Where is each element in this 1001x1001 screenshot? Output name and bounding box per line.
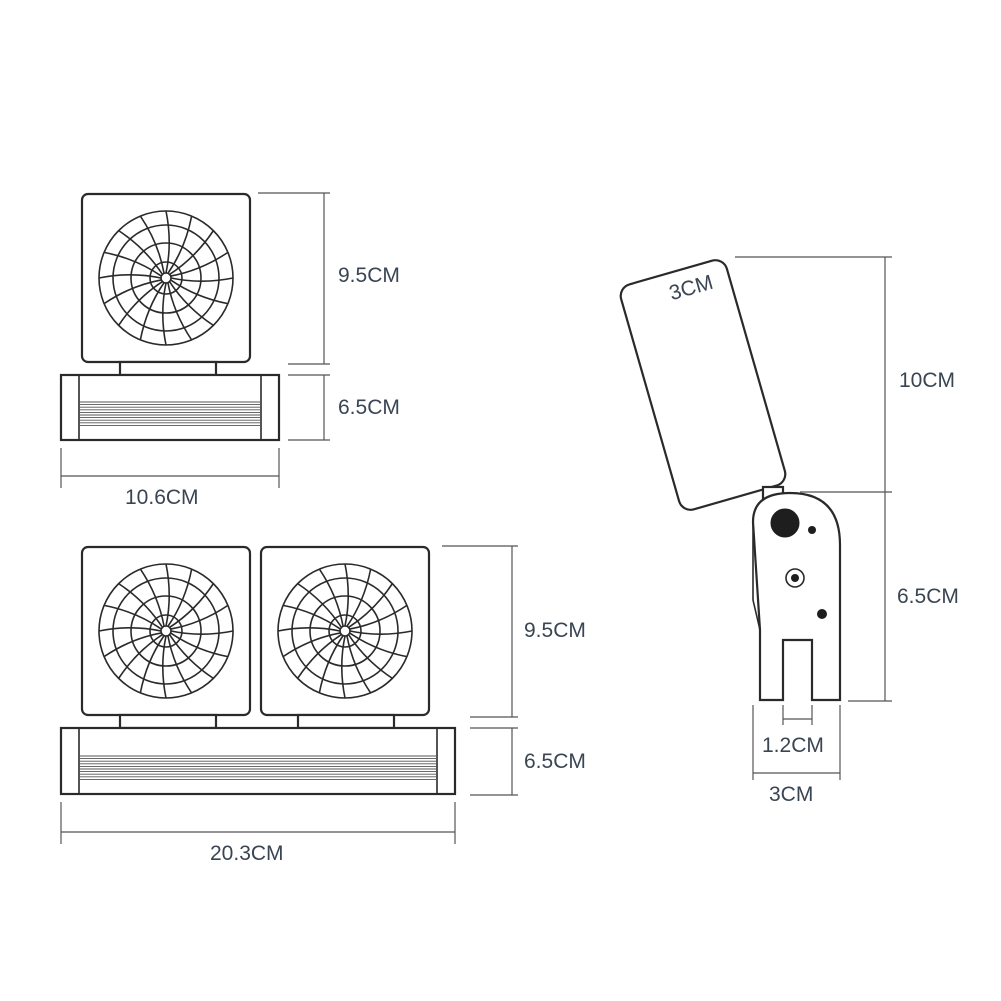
- double-fan-left-housing: [80, 545, 252, 717]
- single-fan-neck: [118, 360, 218, 377]
- side-view: [619, 256, 892, 780]
- double-fan-left-neck: [118, 713, 218, 730]
- double-fan-right-neck: [296, 713, 396, 730]
- side-clip-height-label: 6.5CM: [897, 585, 959, 608]
- single-fan-housing: [80, 192, 252, 364]
- double-fan-right-housing: [259, 545, 431, 717]
- side-pin-top: [808, 526, 816, 534]
- side-knob: [770, 508, 800, 538]
- side-clip-width-label: 3CM: [769, 783, 814, 806]
- side-fan-height-label: 10CM: [899, 369, 956, 392]
- double-fan-front-view: [59, 545, 518, 844]
- double-fan-right-grille: [277, 563, 413, 699]
- double-fan-height-label: 9.5CM: [524, 619, 586, 642]
- single-fan-width-label: 10.6CM: [125, 486, 199, 509]
- single-fan-base-height-label: 6.5CM: [338, 396, 400, 419]
- single-fan-height-label: 9.5CM: [338, 264, 400, 287]
- single-fan-front-view: [59, 192, 330, 488]
- double-fan-base-height-label: 6.5CM: [524, 750, 586, 773]
- side-slot-width-label: 1.2CM: [762, 734, 824, 757]
- double-fan-left-grille: [98, 563, 234, 699]
- single-fan-grille: [98, 210, 234, 346]
- side-clip: [751, 491, 842, 702]
- side-pin-bottom: [817, 609, 827, 619]
- side-screw: [785, 568, 805, 588]
- double-fan-width-label: 20.3CM: [210, 842, 284, 865]
- side-fan-body: [619, 259, 787, 511]
